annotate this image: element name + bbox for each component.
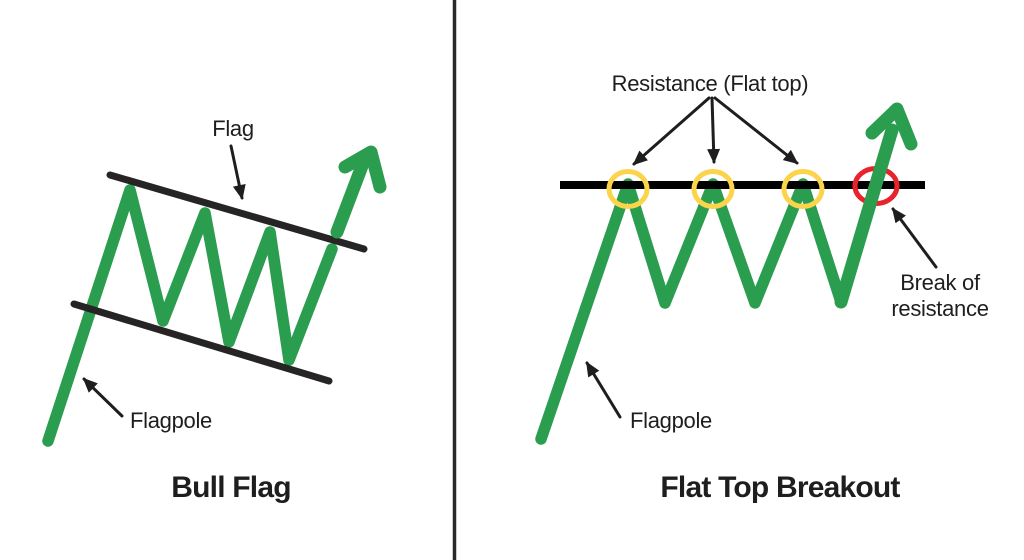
bullflag-breakout-arrowhead bbox=[338, 145, 387, 194]
right-panel-title: Flat Top Breakout bbox=[660, 471, 900, 504]
break-annotation-arrow bbox=[891, 207, 938, 269]
right-flagpole-annotation-arrow bbox=[585, 361, 622, 419]
break-of-resistance-label: Break of resistance bbox=[891, 270, 989, 322]
bullflag-upper-flag-line bbox=[106, 171, 368, 253]
break-of-resistance-line2: resistance bbox=[891, 296, 989, 321]
flag-annotation-arrow bbox=[229, 144, 246, 200]
flag-label: Flag bbox=[212, 116, 254, 142]
resistance-touch-circle-1 bbox=[606, 169, 650, 209]
flattop-breakout-arrowhead bbox=[865, 102, 918, 151]
resistance-annotation-arrow-3 bbox=[713, 96, 799, 165]
left-flagpole-label: Flagpole bbox=[130, 408, 212, 434]
left-flagpole-annotation-arrow bbox=[82, 377, 124, 418]
resistance-annotation-arrow-2 bbox=[707, 96, 721, 164]
flattop-breakout-arrow-shaft bbox=[834, 123, 899, 309]
left-panel-title: Bull Flag bbox=[171, 471, 291, 504]
bullflag-breakout-arrow-shaft bbox=[330, 159, 369, 239]
bullflag-lower-flag-line bbox=[70, 300, 333, 385]
resistance-annotation-arrow-1 bbox=[632, 96, 711, 166]
bullflag-flagpole-zigzag bbox=[42, 184, 338, 447]
resistance-touch-circle-3 bbox=[781, 169, 825, 209]
resistance-label: Resistance (Flat top) bbox=[611, 71, 809, 97]
flattop-flagpole-zigzag bbox=[535, 178, 847, 445]
right-flagpole-label: Flagpole bbox=[630, 408, 712, 434]
break-of-resistance-line1: Break of bbox=[900, 270, 980, 296]
resistance-touch-circle-2 bbox=[691, 169, 735, 209]
